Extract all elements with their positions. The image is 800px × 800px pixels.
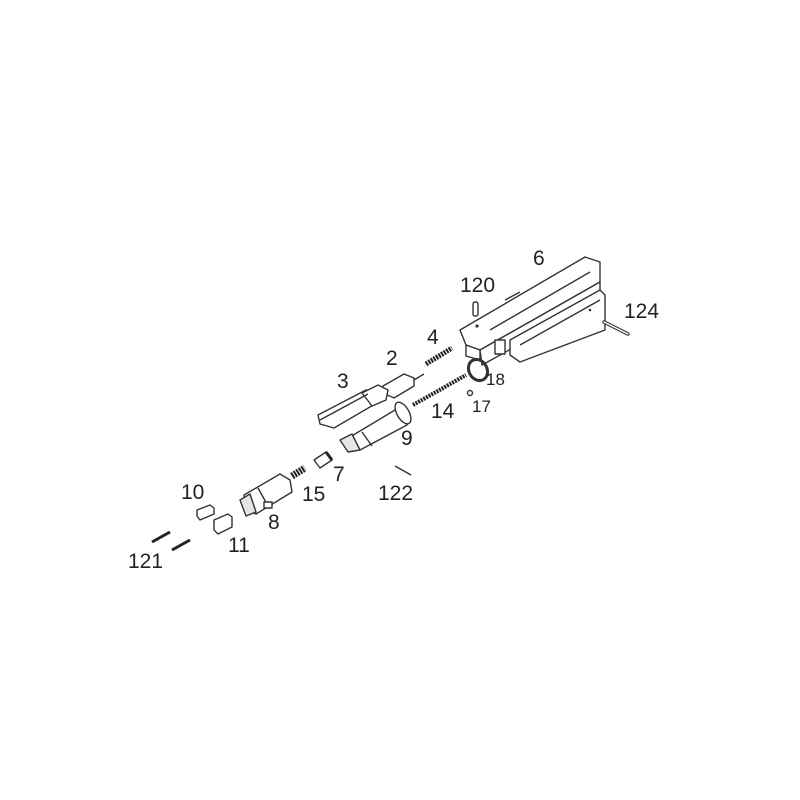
part-18-oring [466,357,490,383]
label-14: 14 [431,400,455,423]
part-2 [382,373,425,399]
label-121: 121 [128,550,163,573]
part-3 [317,384,389,429]
part-124-pin [602,320,630,336]
part-7 [313,451,334,469]
label-122: 122 [378,482,413,505]
part-15-spring [290,465,307,479]
label-11: 11 [228,534,250,557]
part-14-rod [412,373,467,407]
label-18: 18 [486,370,505,389]
part-8 [239,473,293,517]
label-17: 17 [472,397,491,416]
part-4-spring [424,345,454,367]
label-124: 124 [624,300,659,323]
label-10: 10 [181,481,204,504]
label-7: 7 [333,463,345,486]
part-120-pin [472,301,479,317]
part-10 [196,504,215,521]
part-122-line [394,465,412,476]
part-17 [466,389,474,397]
label-8: 8 [268,511,280,534]
part-9-cylinder [339,401,412,453]
label-9: 9 [401,427,413,450]
label-15: 15 [302,483,325,506]
label-3: 3 [337,370,349,393]
part-11 [213,513,233,535]
part-121-pins [151,530,191,552]
part-6-housing [459,256,606,366]
label-2: 2 [386,347,398,370]
label-6: 6 [533,247,545,270]
label-120: 120 [460,274,495,297]
label-4: 4 [427,326,439,349]
